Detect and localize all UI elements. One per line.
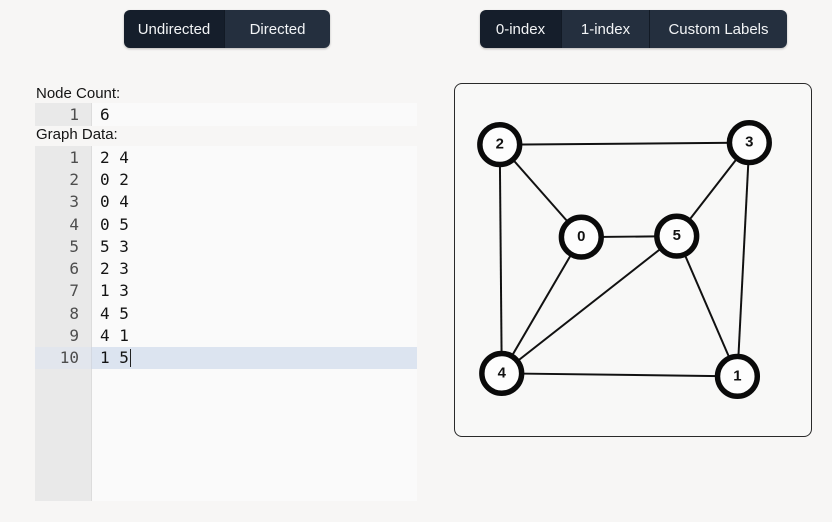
- editor-empty-area[interactable]: [35, 368, 417, 501]
- line-number: 10: [35, 346, 92, 369]
- node-count-line-number: 1: [35, 103, 92, 126]
- graph-edge-4-1: [501, 372, 738, 378]
- node-label: 4: [498, 365, 507, 381]
- editor-content-filler[interactable]: [92, 368, 417, 501]
- node-label: 3: [745, 135, 753, 151]
- line-number: 7: [35, 279, 92, 303]
- toggle-option-0-index[interactable]: 0-index: [480, 10, 562, 48]
- graph-edge-1-3: [736, 142, 751, 377]
- graph-node-0[interactable]: 0: [558, 214, 604, 260]
- line-text[interactable]: 5 3: [92, 235, 417, 258]
- graph-edge-2-4: [498, 144, 503, 374]
- line-text[interactable]: 1 5: [92, 346, 417, 369]
- toggle-option-custom-labels[interactable]: Custom Labels: [650, 10, 787, 48]
- graph-edge-2-3: [499, 141, 750, 146]
- node-circle[interactable]: [726, 120, 772, 166]
- graph-node-3[interactable]: 3: [726, 120, 772, 166]
- graph-data-label: Graph Data:: [36, 126, 118, 143]
- graph-edge-4-5: [501, 235, 678, 375]
- line-text[interactable]: 2 4: [92, 146, 417, 169]
- line-number: 4: [35, 212, 92, 236]
- toggle-option-1-index[interactable]: 1-index: [562, 10, 650, 48]
- node-label: 2: [496, 137, 504, 153]
- graph-node-2[interactable]: 2: [477, 122, 523, 168]
- graph-node-1[interactable]: 1: [714, 353, 761, 399]
- node-label: 0: [577, 229, 585, 245]
- line-text[interactable]: 4 5: [92, 302, 417, 325]
- line-text[interactable]: 1 3: [92, 279, 417, 303]
- line-number: 6: [35, 257, 92, 280]
- node-count-input[interactable]: 6: [92, 103, 417, 126]
- graph-node-4[interactable]: 4: [479, 350, 525, 396]
- line-number: 9: [35, 324, 92, 347]
- toggle-option-directed[interactable]: Directed: [225, 10, 330, 48]
- toggle-option-undirected[interactable]: Undirected: [124, 10, 225, 48]
- node-circle[interactable]: [479, 350, 525, 396]
- node-count-label: Node Count:: [36, 85, 121, 102]
- node-circle[interactable]: [714, 353, 761, 399]
- node-count-editor[interactable]: 1 6: [35, 103, 417, 126]
- line-number: 1: [35, 146, 92, 169]
- line-text[interactable]: 2 3: [92, 257, 417, 280]
- text-cursor: [129, 348, 132, 367]
- graph-node-5[interactable]: 5: [654, 213, 700, 259]
- editor-gutter-filler: [35, 368, 92, 501]
- line-text[interactable]: 0 2: [92, 168, 417, 191]
- graph-canvas[interactable]: 0 1 2 3 4 5: [455, 84, 811, 436]
- graph-panel: 0 1 2 3 4 5: [454, 83, 812, 437]
- line-number: 8: [35, 302, 92, 325]
- line-text[interactable]: 4 1: [92, 324, 417, 347]
- line-text[interactable]: 0 4: [92, 190, 417, 213]
- line-number: 2: [35, 168, 92, 191]
- node-label: 1: [733, 368, 741, 384]
- graph-edge-0-4: [500, 236, 583, 374]
- node-circle[interactable]: [477, 122, 523, 168]
- line-number: 3: [35, 190, 92, 213]
- node-circle[interactable]: [558, 214, 604, 260]
- node-circle[interactable]: [654, 213, 700, 259]
- node-label: 5: [673, 228, 681, 244]
- graph-edge-1-5: [675, 235, 739, 377]
- line-text[interactable]: 0 5: [92, 212, 417, 236]
- line-number: 5: [35, 235, 92, 258]
